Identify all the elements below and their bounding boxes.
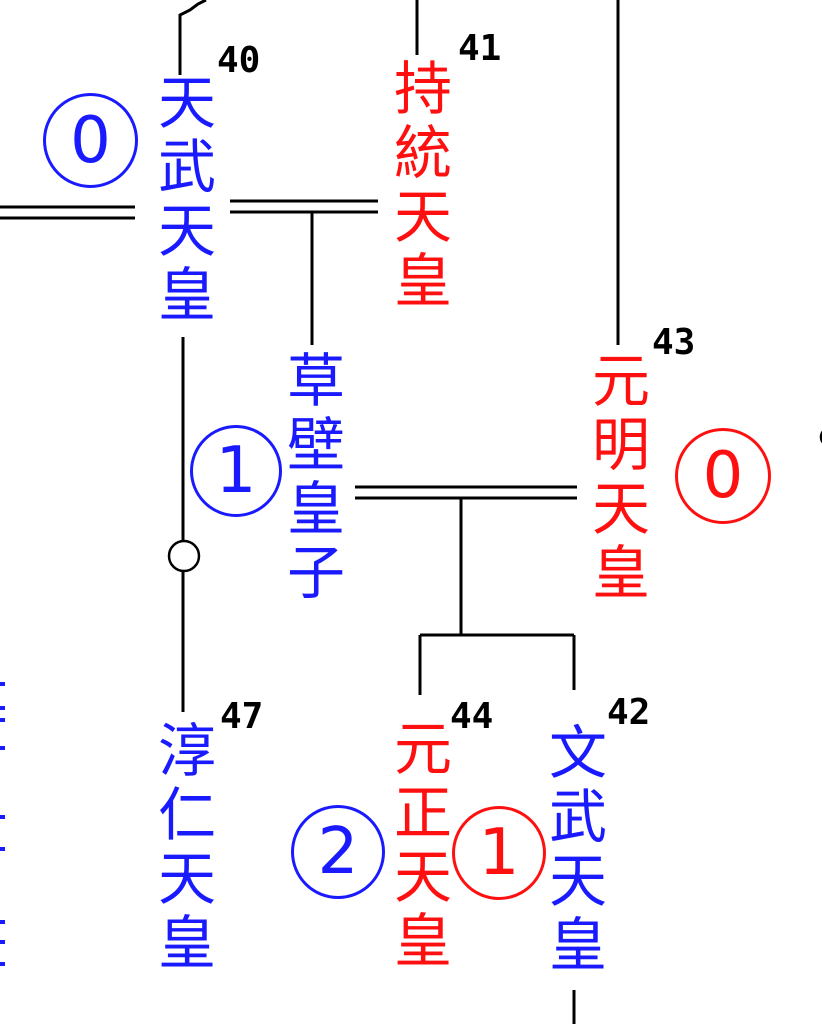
clipped-text-fragment bbox=[0, 682, 5, 686]
junction-circle bbox=[167, 539, 201, 573]
person-name-gensho[interactable]: 元正天皇 bbox=[384, 718, 452, 974]
person-name-genmei[interactable]: 元明天皇 bbox=[582, 350, 650, 606]
person-name-monmu[interactable]: 文武天皇 bbox=[539, 722, 607, 978]
reign-number-junnin: 47 bbox=[220, 696, 264, 737]
clipped-text-fragment bbox=[0, 815, 5, 819]
reign-number-jito: 41 bbox=[458, 28, 502, 69]
clipped-text-fragment bbox=[0, 718, 5, 722]
badge-tenmu: 0 bbox=[43, 93, 138, 188]
reign-number-tenmu: 40 bbox=[217, 40, 261, 81]
clipped-text-fragment bbox=[0, 962, 5, 966]
badge-gensho: 2 bbox=[291, 805, 385, 899]
clipped-text-fragment bbox=[0, 746, 5, 750]
person-name-kusakabe[interactable]: 草壁皇子 bbox=[277, 350, 345, 606]
parent-line-tenmu bbox=[178, 0, 207, 75]
reign-number-monmu: 42 bbox=[607, 692, 651, 733]
clipped-text-fragment bbox=[0, 940, 5, 944]
person-name-tenmu[interactable]: 天武天皇 bbox=[148, 72, 216, 328]
junction-circle-right bbox=[819, 430, 822, 444]
person-name-junnin[interactable]: 淳仁天皇 bbox=[148, 720, 216, 976]
clipped-text-fragment bbox=[0, 847, 5, 851]
person-name-jito[interactable]: 持統天皇 bbox=[384, 58, 452, 314]
reign-number-genmei: 43 bbox=[652, 322, 696, 363]
reign-number-gensho: 44 bbox=[450, 696, 494, 737]
badge-monmu: 1 bbox=[452, 806, 546, 900]
badge-genmei: 0 bbox=[675, 428, 771, 524]
clipped-text-fragment bbox=[0, 706, 5, 710]
clipped-text-fragment bbox=[0, 920, 5, 924]
badge-kusakabe: 1 bbox=[190, 425, 282, 517]
